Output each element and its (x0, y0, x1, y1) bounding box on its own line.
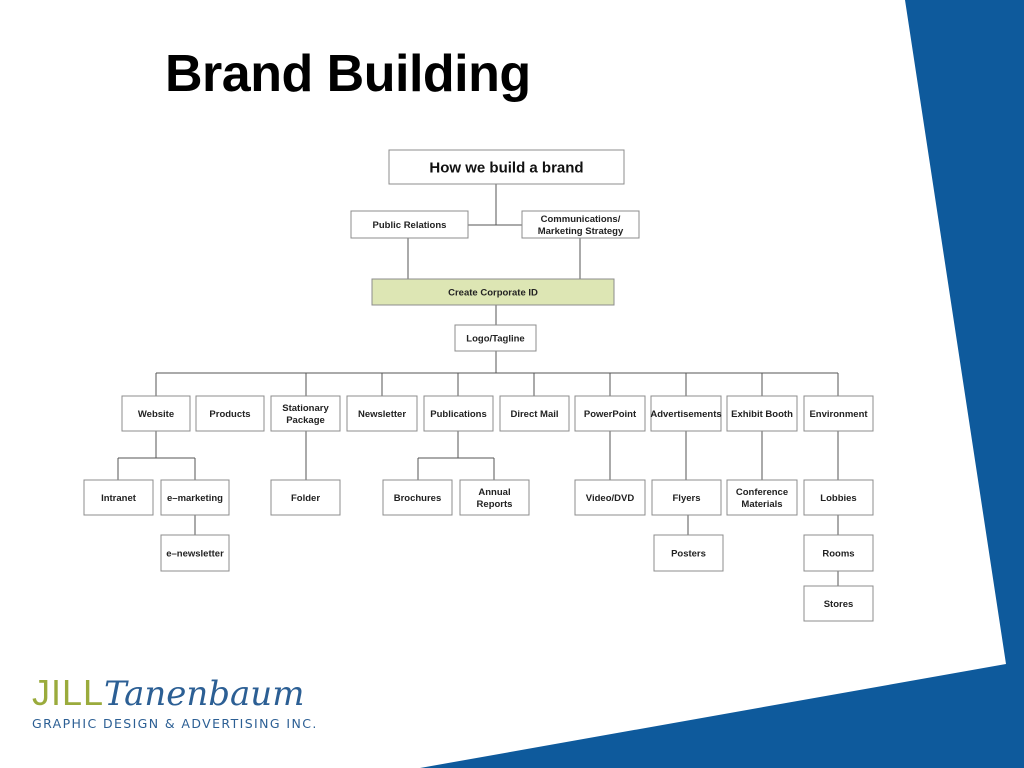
node-label: Logo/Tagline (466, 333, 524, 344)
node-label: Website (138, 409, 174, 420)
node-box (454, 324, 537, 352)
node-label: PowerPoint (584, 409, 637, 420)
node-box (350, 210, 469, 239)
node-box (382, 479, 453, 516)
node-label: Brochures (394, 493, 442, 504)
node-label: Posters (671, 548, 706, 559)
node-box (195, 395, 265, 432)
slide-title: Brand Building (165, 45, 531, 103)
node-label: Marketing Strategy (538, 226, 624, 237)
node-box (803, 395, 874, 432)
node-flyers: Flyers (651, 479, 722, 516)
node-label: Communications/ (541, 214, 621, 225)
node-box (160, 479, 230, 516)
node-label: Folder (291, 493, 320, 504)
node-box (651, 479, 722, 516)
node-label: Stationary (282, 403, 329, 414)
node-label: Products (209, 409, 250, 420)
node-box (423, 395, 494, 432)
node-label: Package (286, 415, 325, 426)
node-e-newsletter: e–newsletter (160, 534, 230, 572)
node-label: Publications (430, 409, 486, 420)
node-label: e–newsletter (166, 548, 224, 559)
logo-name-part1: JILL (32, 672, 105, 713)
node-box (521, 210, 640, 239)
node-box (270, 479, 341, 516)
node-folder: Folder (270, 479, 341, 516)
node-logo-tagline: Logo/Tagline (454, 324, 537, 352)
logo-name-part2: Tanenbaum (104, 674, 305, 714)
node-direct-mail: Direct Mail (499, 395, 570, 432)
node-website: Website (121, 395, 191, 432)
node-box (803, 534, 874, 572)
node-box (160, 534, 230, 572)
node-posters: Posters (653, 534, 724, 572)
node-box (653, 534, 724, 572)
node-lobbies: Lobbies (803, 479, 874, 516)
node-label: Stores (824, 599, 854, 610)
node-label: Environment (809, 409, 868, 420)
node-public-relations: Public Relations (350, 210, 469, 239)
node-root: How we build a brand (388, 149, 625, 185)
node-advertisements: Advertisements (650, 395, 722, 432)
company-logo: JILLTanenbaum GRAPHIC DESIGN & ADVERTISI… (32, 672, 318, 732)
node-brochures: Brochures (382, 479, 453, 516)
node-intranet: Intranet (83, 479, 154, 516)
node-label: Advertisements (650, 409, 721, 420)
node-communications: Communications/Marketing Strategy (521, 210, 640, 239)
node-label: Create Corporate ID (448, 287, 538, 298)
node-box (388, 149, 625, 185)
node-stores: Stores (803, 585, 874, 622)
node-box (499, 395, 570, 432)
node-label: Flyers (673, 493, 701, 504)
node-label: e–marketing (167, 493, 223, 504)
node-box (121, 395, 191, 432)
node-e-marketing: e–marketing (160, 479, 230, 516)
node-publications: Publications (423, 395, 494, 432)
node-powerpoint: PowerPoint (574, 395, 646, 432)
node-label: Intranet (101, 493, 137, 504)
node-box (650, 395, 722, 432)
node-label: Newsletter (358, 409, 406, 420)
node-label: Materials (741, 499, 782, 510)
node-box (726, 395, 798, 432)
logo-tagline: GRAPHIC DESIGN & ADVERTISING INC. (32, 716, 318, 731)
node-newsletter: Newsletter (346, 395, 418, 432)
node-label: Annual (478, 487, 510, 498)
node-box (346, 395, 418, 432)
node-label: Lobbies (820, 493, 856, 504)
node-label: Video/DVD (586, 493, 635, 504)
node-label: How we build a brand (429, 159, 583, 176)
node-box (83, 479, 154, 516)
node-environment: Environment (803, 395, 874, 432)
node-label: Exhibit Booth (731, 409, 793, 420)
node-label: Conference (736, 487, 788, 498)
node-box (371, 278, 615, 306)
node-label: Rooms (822, 548, 854, 559)
node-video-dvd: Video/DVD (574, 479, 646, 516)
node-box (803, 479, 874, 516)
node-box (574, 395, 646, 432)
node-corporate-id: Create Corporate ID (371, 278, 615, 306)
node-label: Reports (477, 499, 513, 510)
node-box (459, 479, 530, 516)
node-label: Direct Mail (510, 409, 558, 420)
node-box (803, 585, 874, 622)
node-box (574, 479, 646, 516)
node-box (270, 395, 341, 432)
node-rooms: Rooms (803, 534, 874, 572)
node-label: Public Relations (373, 220, 447, 231)
node-exhibit-booth: Exhibit Booth (726, 395, 798, 432)
node-box (726, 479, 798, 516)
node-products: Products (195, 395, 265, 432)
